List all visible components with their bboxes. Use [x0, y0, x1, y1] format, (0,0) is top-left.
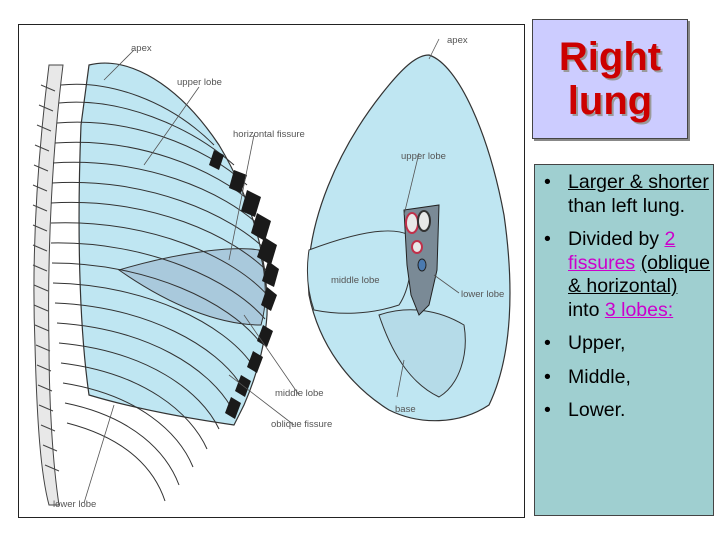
bullet-dot: • [544, 228, 551, 250]
spine [33, 64, 64, 506]
title-line-1: Right [558, 35, 662, 79]
label-lower-lobe-right: lower lobe [461, 289, 504, 300]
pulmonary-vein-lower [417, 258, 427, 272]
label-apex-left: apex [131, 43, 152, 54]
label-upper-lobe-left: upper lobe [177, 77, 222, 88]
link-2-fissures[interactable]: 2 fissures [568, 228, 676, 274]
bullet-size-underlined: Larger & shorter [568, 171, 709, 193]
ribs [50, 83, 272, 502]
bullet-list: • Larger & shorter than left lung. • Div… [535, 165, 713, 423]
label-lower-lobe-left: lower lobe [53, 499, 96, 510]
bullet-item-divided: • Divided by 2 fissures (oblique & horiz… [535, 228, 713, 322]
label-oblique-fissure: oblique fissure [271, 419, 332, 430]
vertebrae [32, 84, 60, 472]
label-middle-lobe-left: middle lobe [275, 388, 324, 399]
left-lung-lateral [78, 62, 268, 426]
pulmonary-vein [411, 240, 423, 254]
bullet-item-size: • Larger & shorter than left lung. [535, 171, 713, 218]
bullet-divided-pre: Divided by [568, 228, 665, 250]
bullet-item-middle: • Middle, [535, 366, 713, 390]
bullet-dot: • [544, 365, 551, 388]
bullet-middle-text: Middle, [568, 365, 631, 388]
bullet-panel: • Larger & shorter than left lung. • Div… [534, 164, 714, 516]
bullet-item-lower: • Lower. [535, 399, 713, 423]
link-3-lobes[interactable]: 3 lobes: [604, 298, 674, 321]
bullet-dot: • [544, 332, 551, 354]
label-apex-right: apex [447, 35, 468, 46]
leader-lines-left [83, 49, 300, 504]
bullet-size-rest: than left lung. [568, 194, 686, 217]
label-base: base [395, 404, 416, 415]
lung-diagram: apex apex upper lobe horizontal fissure … [32, 35, 511, 510]
title-box: Right lung [532, 19, 688, 139]
bullet-upper-text: Upper, [568, 332, 626, 354]
label-horizontal-fissure: horizontal fissure [233, 129, 305, 140]
pulmonary-artery [405, 212, 419, 234]
bullet-item-upper: • Upper, [535, 332, 713, 356]
diaphragmatic-base [378, 309, 466, 398]
right-middle-lobe [306, 230, 412, 314]
bullet-divided-mid: into [568, 298, 605, 321]
label-middle-lobe-right: middle lobe [331, 275, 380, 286]
bullet-dot: • [544, 399, 551, 421]
bullet-lower-text: Lower. [568, 399, 626, 421]
title-line-2: lung [567, 79, 653, 123]
costal-cartilages [209, 150, 279, 419]
bronchus [417, 210, 431, 232]
lung-diagram-figure: apex apex upper lobe horizontal fissure … [18, 24, 525, 518]
bullet-dot: • [544, 171, 551, 193]
leader-lines-right [396, 38, 460, 398]
label-upper-lobe-right: upper lobe [401, 151, 446, 162]
bullet-divided-fissure-types: (oblique & horizontal) [568, 251, 710, 298]
